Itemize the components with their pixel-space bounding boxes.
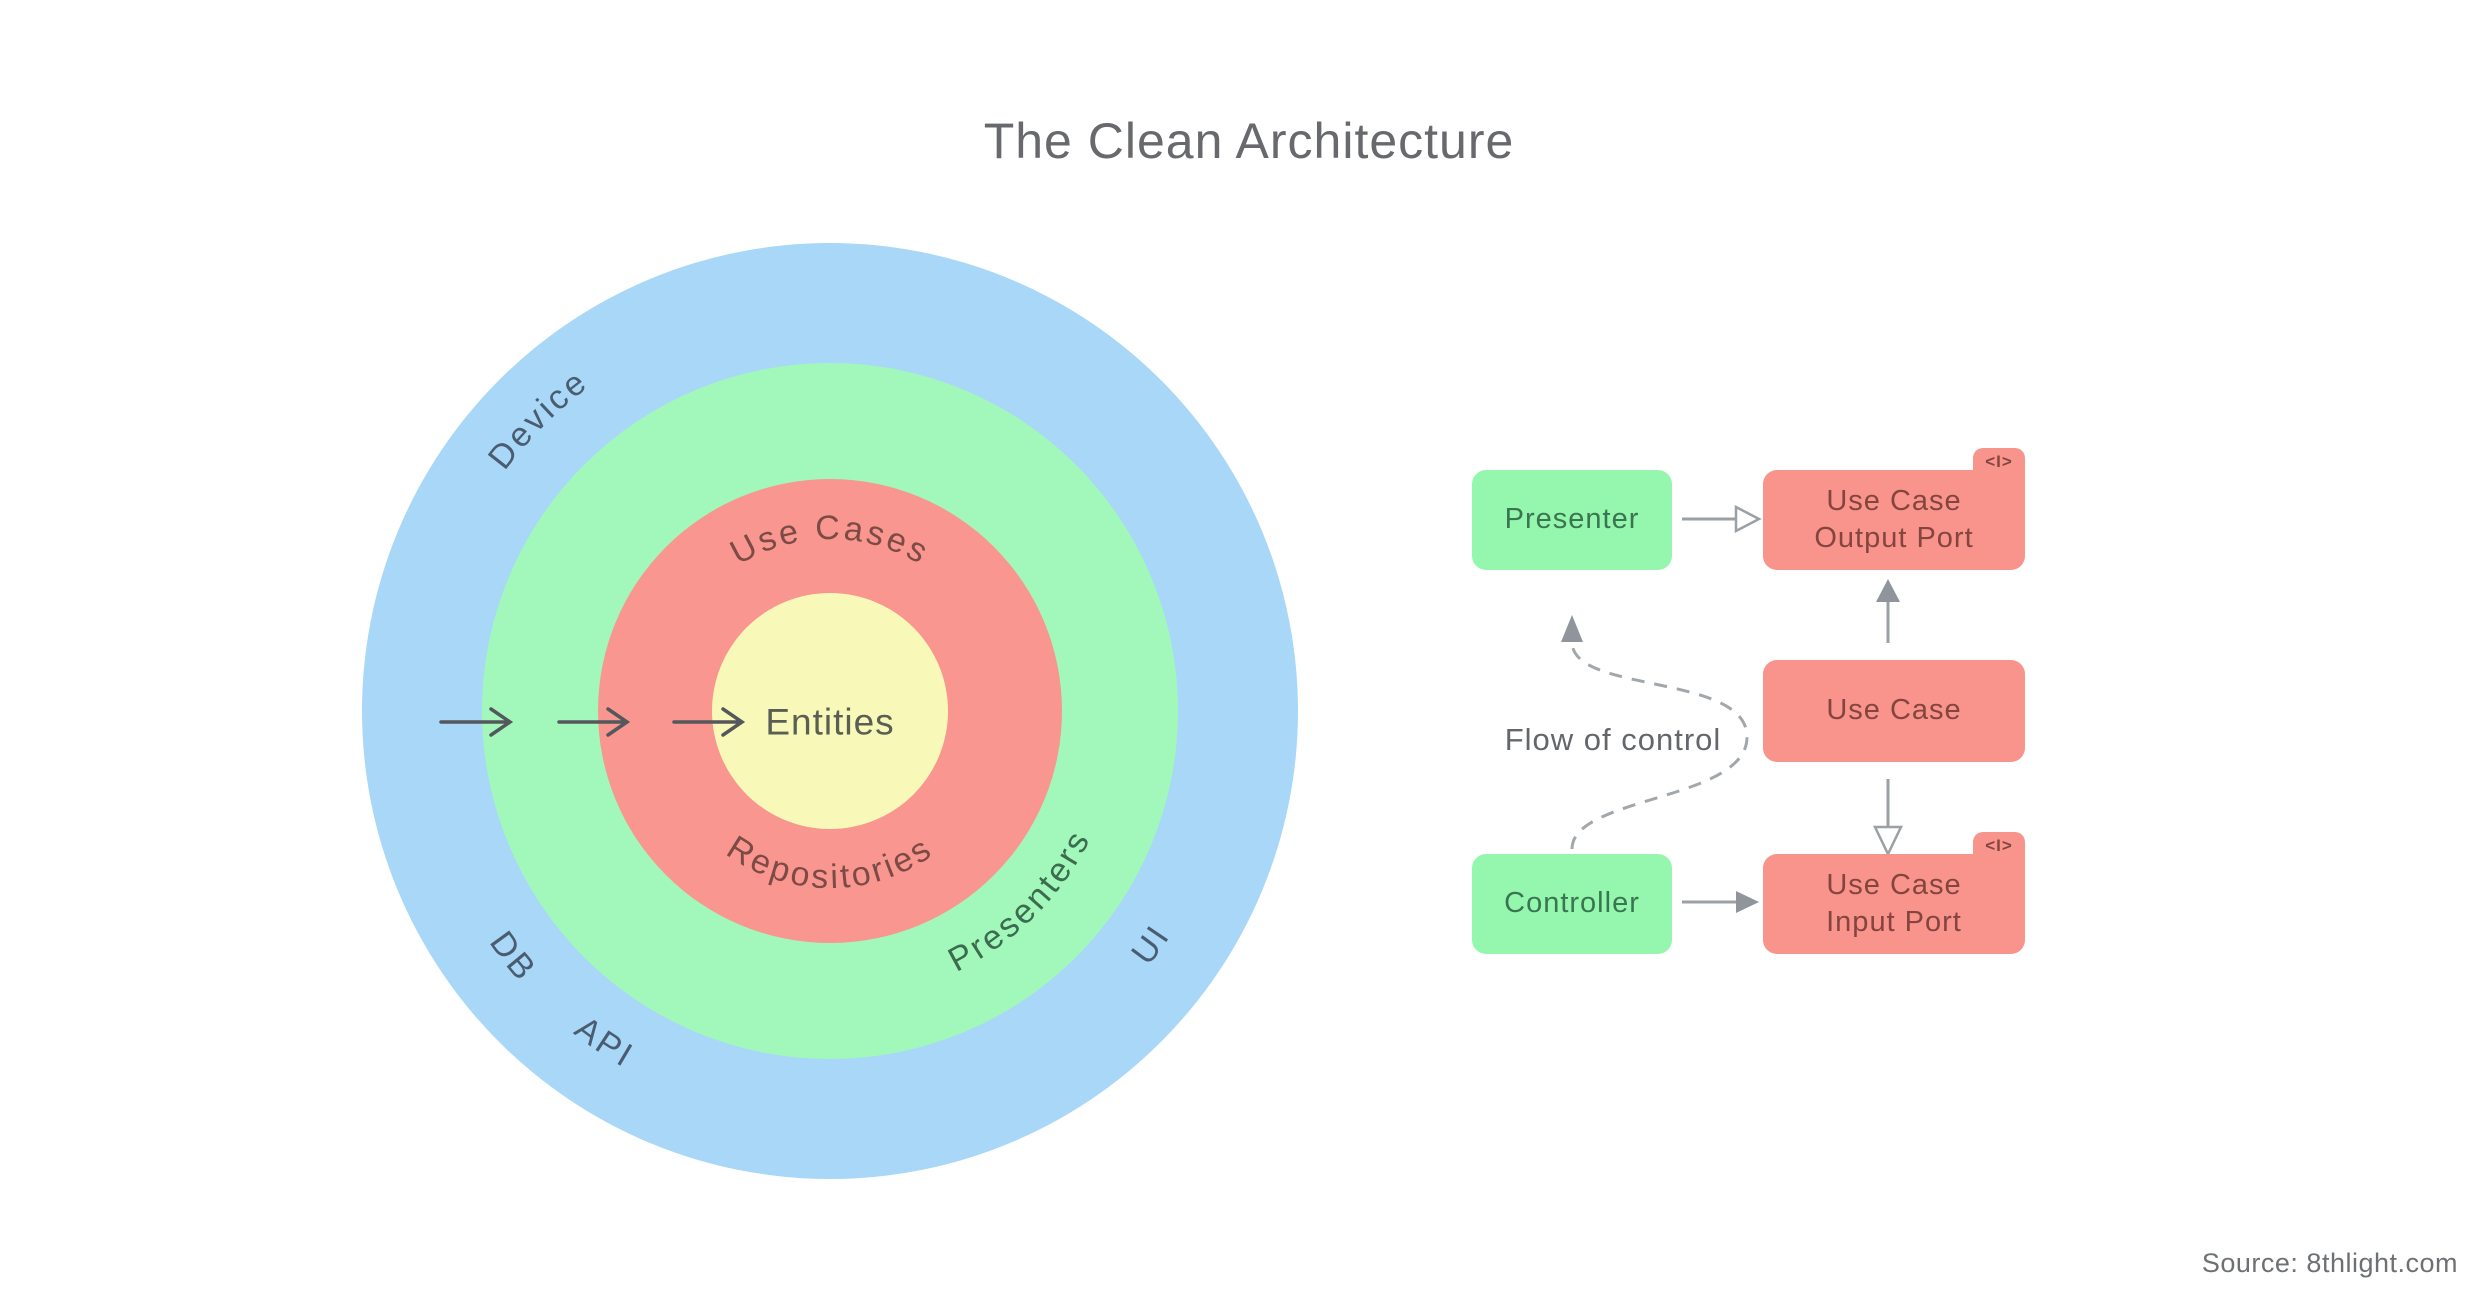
use-case-box: Use Case <box>1763 660 2025 762</box>
use-case-label: Use Case <box>1826 694 1962 727</box>
use-case-input-port-box: Use Case Input Port <box>1763 854 2025 954</box>
ring-label-entities: Entities <box>765 702 894 743</box>
flow-connectors <box>1561 504 1903 913</box>
presenter-label: Presenter <box>1504 503 1640 536</box>
use-case-output-port-label: Use Case Output Port <box>1814 484 1974 554</box>
open-arrowhead-down-icon <box>1873 825 1903 857</box>
ring-entities-circle <box>712 593 948 829</box>
use-case-input-port-label: Use Case Input Port <box>1826 868 1962 938</box>
use-case-output-port-box: Use Case Output Port <box>1763 470 2025 570</box>
filled-arrowhead-up-icon <box>1876 579 1900 602</box>
interface-tag-label: <I> <box>1985 836 2013 855</box>
flow-of-control-dashed-curve <box>1570 641 1749 850</box>
filled-arrowhead-up-dashed-icon <box>1561 615 1583 642</box>
source-credit: Source: 8thlight.com <box>2201 1248 2458 1278</box>
interface-tag-label: <I> <box>1985 452 2013 471</box>
inward-arrow-1 <box>439 707 514 737</box>
open-arrowhead-right-icon <box>1734 504 1762 534</box>
presenter-box: Presenter <box>1472 470 1672 570</box>
inward-arrow-2 <box>557 707 631 737</box>
filled-arrowhead-right-icon <box>1736 891 1759 913</box>
controller-label: Controller <box>1504 887 1640 920</box>
page-title: The Clean Architecture <box>983 113 1515 169</box>
controller-box: Controller <box>1472 854 1672 954</box>
flow-of-control-caption: Flow of control <box>1504 722 1722 757</box>
inward-arrow-3 <box>672 707 746 737</box>
